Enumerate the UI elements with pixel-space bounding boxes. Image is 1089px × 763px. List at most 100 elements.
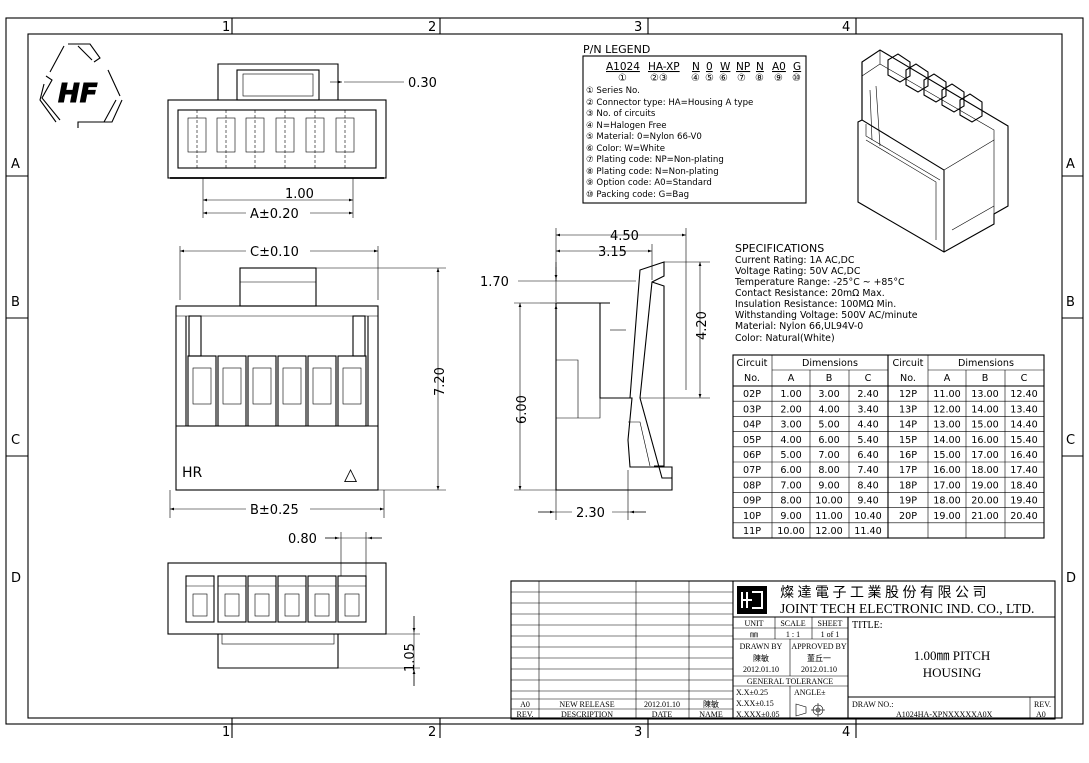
dim-0-80: 0.80	[288, 532, 317, 547]
table-cell-dimension: 2.00	[780, 404, 801, 415]
table-cell-circuit: 16P	[899, 450, 917, 461]
pn-code: 0	[706, 61, 713, 73]
table-cell-dimension: 10.40	[854, 511, 881, 522]
dim-0-30: 0.30	[408, 76, 437, 91]
table-cell-circuit: 15P	[899, 435, 917, 446]
table-cell-dimension: 17.40	[1010, 465, 1037, 476]
scale-value: 1 : 1	[786, 630, 800, 639]
pn-code: G	[793, 61, 801, 73]
sheet-value: 1 of 1	[821, 630, 840, 639]
dim-a: A±0.20	[250, 207, 299, 222]
rev-header-rev: REV.	[517, 710, 534, 719]
table-cell-dimension: 13.40	[1010, 404, 1037, 415]
col-header-no: No.	[744, 373, 760, 384]
angle-label: ANGLE±	[794, 688, 826, 697]
table-cell-dimension: 11.00	[815, 511, 842, 522]
col-number-top: 1	[222, 20, 230, 35]
dim-1-70: 1.70	[480, 275, 509, 290]
top-view: 0.30 1.00 A±0.20	[167, 63, 437, 222]
table-cell-dimension: 20.00	[971, 496, 998, 507]
row-letter-left: A	[11, 157, 20, 172]
approved-by-label: APPROVED BY	[791, 642, 847, 651]
pn-code-num: ①	[618, 73, 627, 84]
dim-7-20: 7.20	[433, 367, 448, 396]
table-cell-dimension: 4.00	[818, 404, 839, 415]
table-cell-dimension: 5.00	[780, 450, 801, 461]
rev-row-date: 2012.01.10	[644, 700, 680, 709]
table-cell-dimension: 20.40	[1010, 511, 1037, 522]
table-cell-dimension: 3.00	[780, 420, 801, 431]
table-cell-dimension: 5.00	[818, 420, 839, 431]
table-cell-dimension: 12.00	[815, 526, 842, 537]
table-cell-dimension: 13.00	[971, 389, 998, 400]
legend-item: ⑩ Packing code: G=Bag	[586, 190, 689, 200]
spec-line: Voltage Rating: 50V AC,DC	[735, 266, 861, 277]
col-header-b: B	[982, 373, 989, 384]
table-cell-dimension: 13.00	[933, 420, 960, 431]
table-cell-circuit: 08P	[743, 480, 761, 491]
table-cell-dimension: 9.40	[857, 496, 878, 507]
row-letter-right: C	[1066, 433, 1075, 448]
spec-line: Color: Natural(White)	[735, 333, 835, 344]
approved-by-name: 董丘一	[807, 653, 831, 663]
table-cell-circuit: 20P	[899, 511, 917, 522]
dim-2-30: 2.30	[576, 506, 605, 521]
dim-6-00: 6.00	[515, 395, 530, 424]
tolerance-1: X.X±0.25	[736, 688, 768, 697]
table-cell-dimension: 19.00	[933, 511, 960, 522]
col-header-c: C	[1021, 373, 1028, 384]
row-letter-left: D	[11, 571, 21, 586]
table-cell-dimension: 10.00	[815, 496, 842, 507]
table-cell-dimension: 19.40	[1010, 496, 1037, 507]
pn-code-num: ④	[691, 73, 700, 84]
dim-1-05: 1.05	[403, 643, 418, 672]
pn-code-num: ⑤	[705, 73, 714, 84]
row-letter-right: D	[1066, 571, 1076, 586]
company-name-cn: 燦 達 電 子 工 業 股 份 有 限 公 司	[780, 585, 987, 601]
tolerance-3: X.XXX±0.05	[736, 710, 780, 719]
table-cell-dimension: 5.40	[857, 435, 878, 446]
row-letter-left: B	[11, 295, 20, 310]
legend-item: ② Connector type: HA=Housing A type	[586, 98, 753, 108]
table-cell-dimension: 21.00	[971, 511, 998, 522]
table-cell-dimension: 9.00	[780, 511, 801, 522]
table-cell-circuit: 13P	[899, 404, 917, 415]
table-cell-dimension: 2.40	[857, 389, 878, 400]
isometric-view	[857, 49, 1009, 253]
company-name-en: JOINT TECH ELECTRONIC IND. CO., LTD.	[780, 601, 1034, 616]
col-header-circuit: Circuit	[893, 358, 924, 369]
spec-line: Insulation Resistance: 100MΩ Min.	[735, 299, 896, 310]
table-cell-dimension: 17.00	[971, 450, 998, 461]
rev-row-name: 陳敏	[703, 699, 719, 709]
table-cell-circuit: 04P	[743, 420, 761, 431]
pn-code: A0	[772, 61, 786, 73]
col-header-a: A	[788, 373, 795, 384]
specifications: SPECIFICATIONS Current Rating: 1A AC,DC …	[734, 242, 918, 344]
rev-header-description: DESCRIPTION	[561, 710, 613, 719]
rev-label: REV.	[1034, 700, 1051, 709]
table-cell-dimension: 15.00	[971, 420, 998, 431]
col-header-dimensions: Dimensions	[958, 358, 1014, 369]
sheet-label: SHEET	[818, 619, 843, 628]
pn-code: N	[692, 61, 700, 73]
table-cell-dimension: 8.40	[857, 480, 878, 491]
table-cell-dimension: 8.00	[780, 496, 801, 507]
pn-code-num: ⑨	[774, 73, 783, 84]
legend-title: P/N LEGEND	[583, 43, 650, 56]
col-header-a: A	[944, 373, 951, 384]
spec-line: Material: Nylon 66,UL94V-0	[735, 321, 863, 332]
general-tolerance-label: GENERAL TOLERANCE	[747, 677, 833, 686]
pn-code: HA-XP	[648, 61, 680, 73]
projection-symbol-icon	[795, 703, 825, 717]
table-cell-dimension: 1.00	[780, 389, 801, 400]
triangle-mark: △	[344, 465, 358, 485]
rev-row-rev: A0	[520, 700, 530, 709]
row-letter-left: C	[11, 433, 20, 448]
rev-row-description: NEW RELEASE	[559, 700, 614, 709]
table-cell-dimension: 3.00	[818, 389, 839, 400]
col-header-no: No.	[900, 373, 916, 384]
pn-code-num: ⑩	[792, 73, 801, 84]
spec-line: Withstanding Voltage: 500V AC/minute	[735, 310, 918, 321]
table-cell-dimension: 15.40	[1010, 435, 1037, 446]
